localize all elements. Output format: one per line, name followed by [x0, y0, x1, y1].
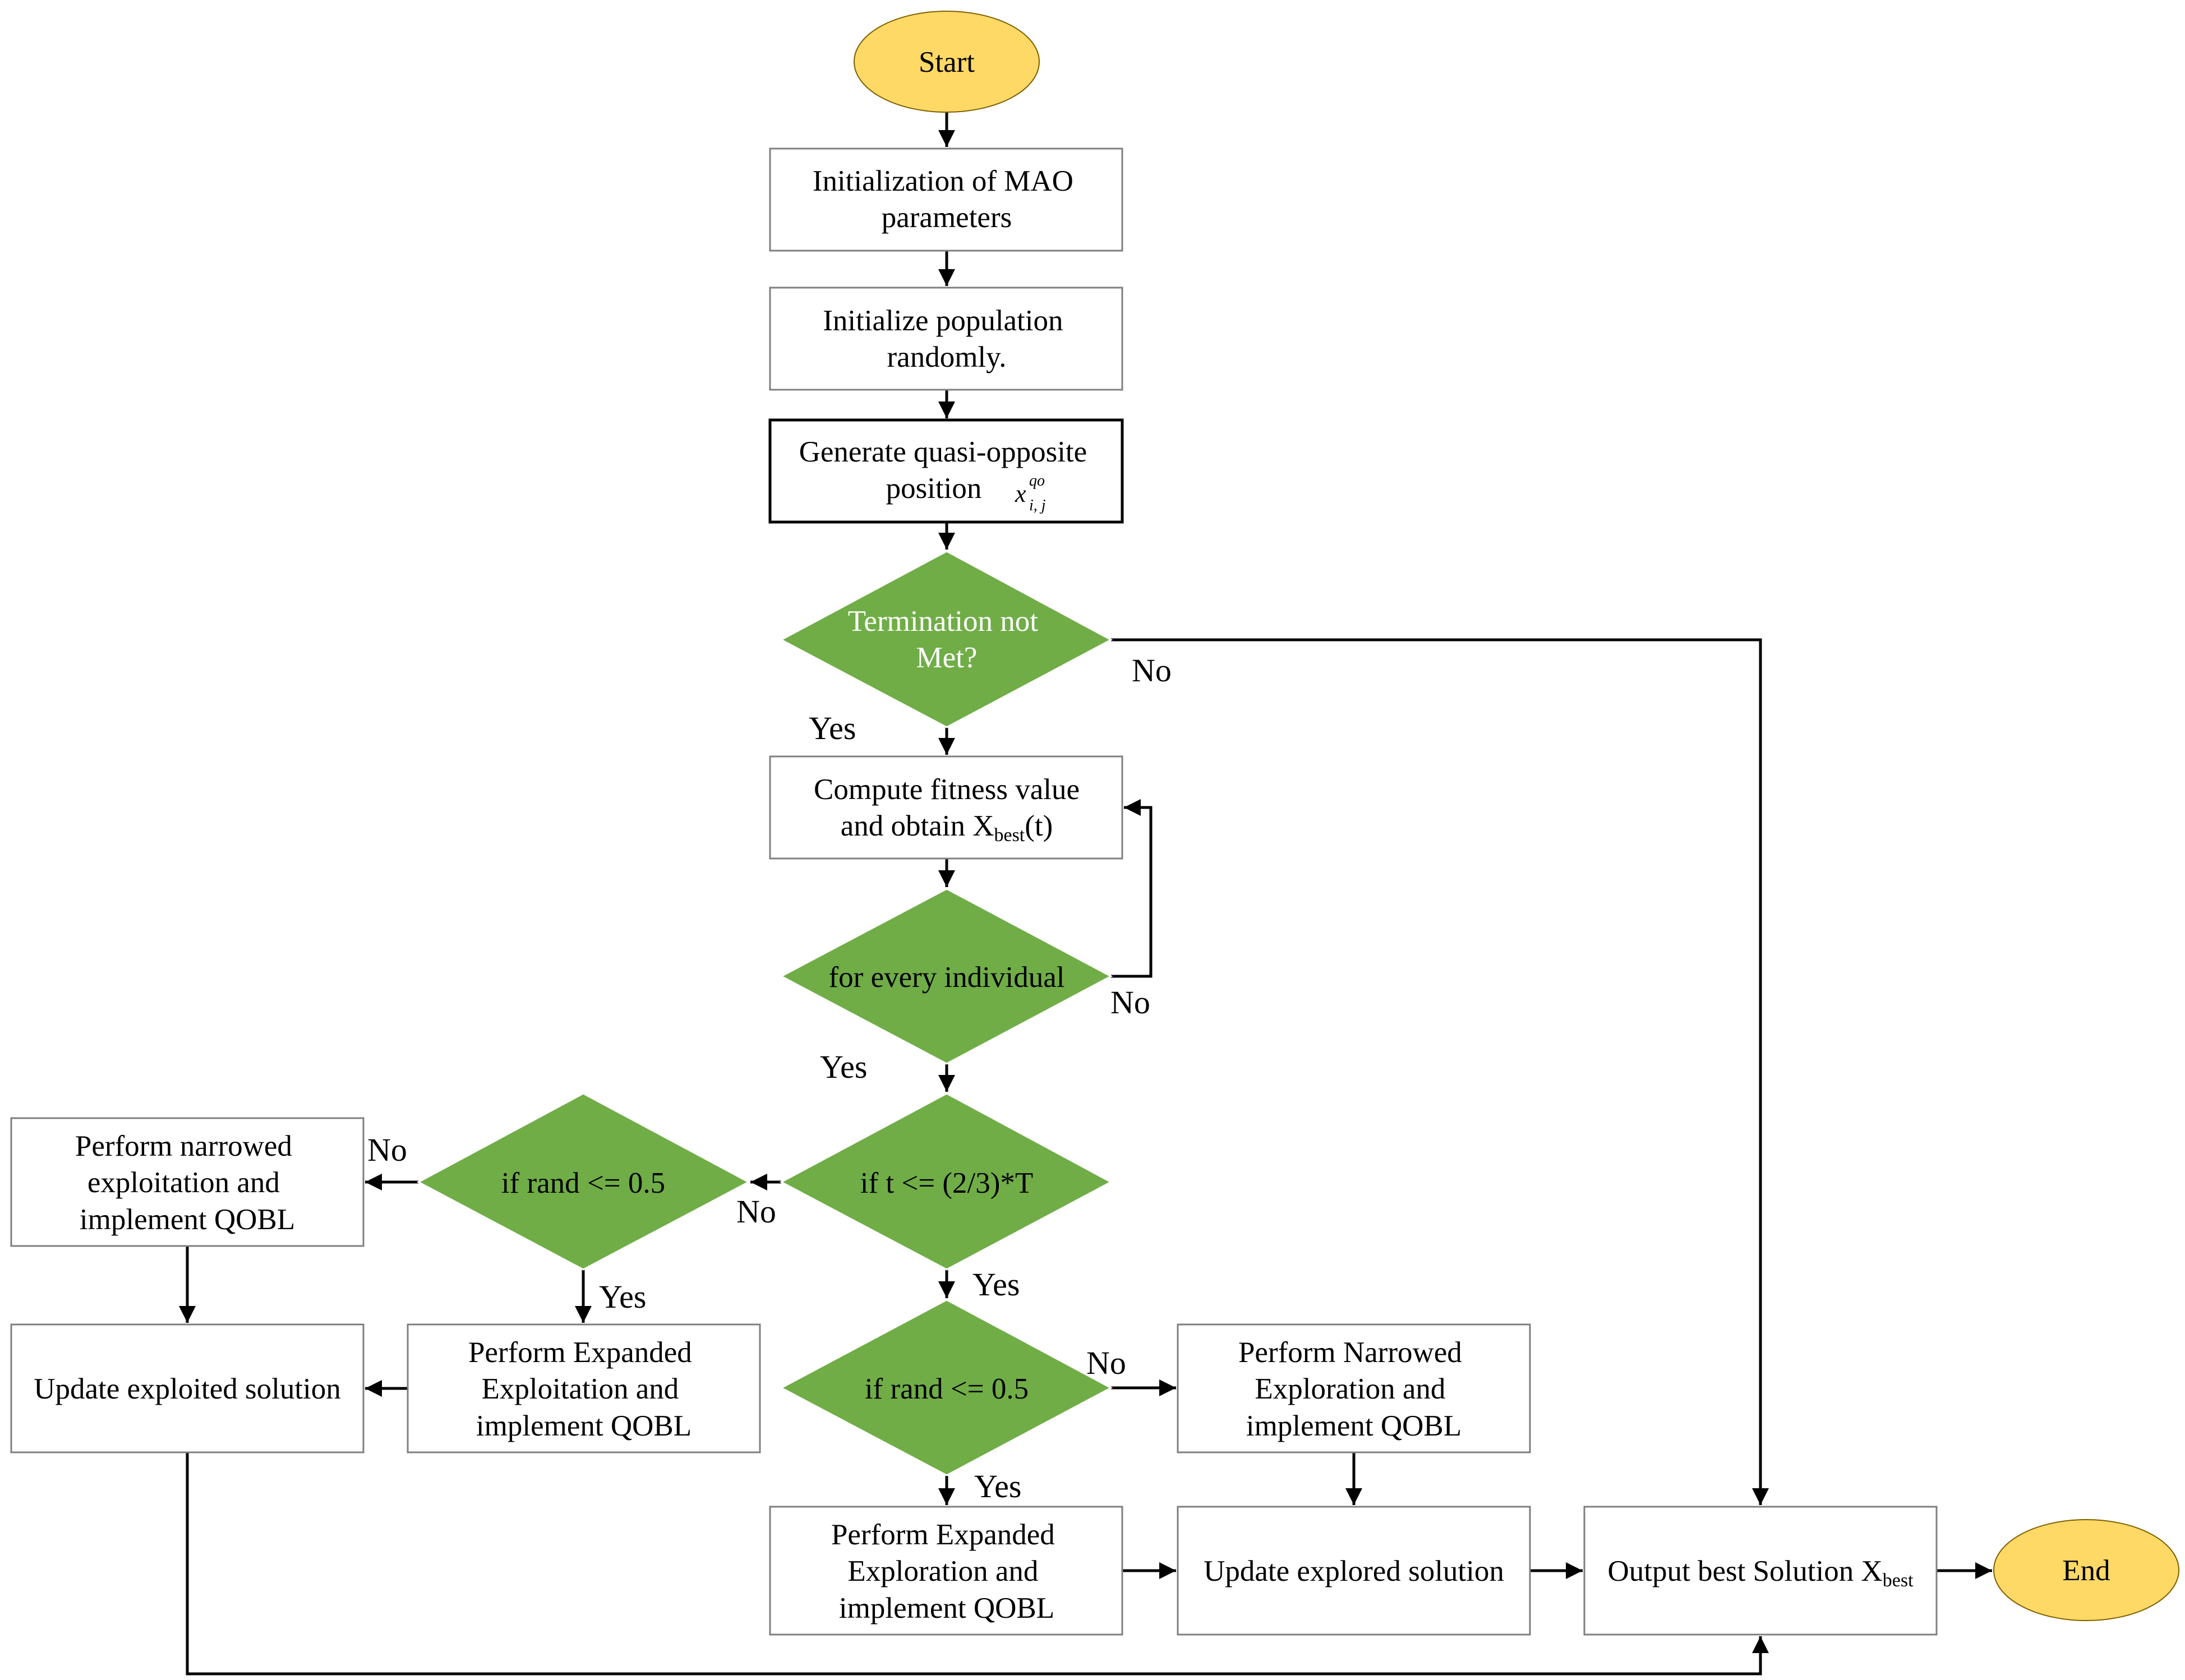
narrowed-exploitation-box: [10, 1117, 365, 1247]
narrowed-exploration-box: [1177, 1323, 1531, 1453]
if-t-yes-label: Yes: [972, 1266, 1020, 1303]
compute-fitness-box: [769, 755, 1123, 860]
qo-symbol-sub: i, j: [1029, 497, 1046, 514]
narrowed-exploration-line-3: implement QOBL: [1246, 1410, 1462, 1442]
compute-fitness-line-2: and obtain Xbest(t): [841, 810, 1053, 846]
narrowed-exploration-line-2: Exploration and: [1255, 1373, 1445, 1405]
termination-label: Termination not Met?: [848, 605, 1046, 674]
rand-left-yes-label: Yes: [599, 1279, 646, 1315]
rand-mid-decision: [779, 1299, 1113, 1476]
termination-yes-label: Yes: [809, 710, 856, 746]
rand-left-label: if rand <= 0.5: [501, 1167, 665, 1199]
init-population-label: Initialize population randomly.: [823, 304, 1071, 373]
rand-mid-yes-label: Yes: [974, 1468, 1021, 1504]
edge-termination-no: [1111, 638, 1769, 1505]
rand-left-no-label: No: [367, 1132, 407, 1168]
compute-fitness-line-1: Compute fitness value: [814, 773, 1080, 806]
if-t-no-label: No: [736, 1193, 776, 1230]
narrowed-exploitation-label: Perform narrowed exploitation and implem…: [75, 1130, 299, 1236]
generate-qo-line-1: Generate quasi-opposite: [799, 436, 1087, 468]
if-t-decision: [779, 1092, 1113, 1271]
expanded-exploration-box: [769, 1506, 1123, 1636]
expanded-exploration-line-2: Exploration and: [847, 1555, 1038, 1587]
update-exploited-box: [10, 1323, 365, 1453]
update-explored-box: [1177, 1506, 1531, 1636]
edge-exploited-output: [186, 1452, 1769, 1676]
generate-qo-label: Generate quasi-opposite position: [799, 436, 1095, 505]
expanded-exploration-line-1: Perform Expanded: [831, 1519, 1055, 1551]
compute-fitness-post: (t): [1025, 810, 1053, 842]
termination-line-2: Met?: [916, 641, 978, 674]
narrowed-exploitation-line-3: implement QOBL: [80, 1203, 295, 1236]
update-explored-label: Update explored solution: [1204, 1555, 1504, 1587]
qo-position-symbol: x qo i, j: [1015, 472, 1046, 514]
end-label: End: [2062, 1554, 2110, 1587]
expanded-exploitation-line-3: implement QOBL: [476, 1410, 692, 1442]
update-exploited-label: Update exploited solution: [34, 1373, 341, 1405]
output-best-box: [1583, 1506, 1938, 1636]
every-individual-decision: [779, 888, 1113, 1065]
init-population-box: [769, 287, 1123, 391]
init-population-line-1: Initialize population: [823, 304, 1063, 337]
expanded-exploitation-line-1: Perform Expanded: [468, 1336, 692, 1369]
qo-symbol-sup: qo: [1029, 472, 1045, 490]
individual-yes-label: Yes: [820, 1049, 867, 1085]
narrowed-exploitation-line-2: exploitation and: [87, 1166, 280, 1199]
init-params-box: [769, 147, 1123, 252]
termination-decision: [779, 550, 1113, 728]
edge-individual-no-loop: [1111, 799, 1153, 978]
compute-fitness-sub: best: [994, 825, 1025, 846]
expanded-exploitation-line-2: Exploitation and: [481, 1373, 679, 1405]
narrowed-exploration-line-1: Perform Narrowed: [1238, 1336, 1462, 1369]
narrowed-exploration-label: Perform Narrowed Exploration and impleme…: [1238, 1336, 1469, 1442]
init-params-line-2: parameters: [882, 201, 1012, 234]
arrows: [179, 112, 1992, 1676]
expanded-exploitation-label: Perform Expanded Exploitation and implem…: [468, 1336, 699, 1442]
compute-fitness-pre: and obtain X: [841, 810, 994, 842]
output-best-sub: best: [1883, 1570, 1914, 1591]
qo-symbol-base: x: [1015, 480, 1026, 507]
start-label: Start: [919, 46, 975, 79]
if-t-label: if t <= (2/3)*T: [860, 1167, 1034, 1199]
termination-no-label: No: [1132, 652, 1172, 689]
rand-mid-label: if rand <= 0.5: [865, 1373, 1029, 1405]
expanded-exploration-label: Perform Expanded Exploration and impleme…: [831, 1519, 1062, 1624]
init-params-label: Initialization of MAO parameters: [813, 165, 1081, 234]
rand-mid-no-label: No: [1086, 1345, 1126, 1381]
rand-left-decision: [416, 1092, 751, 1271]
generate-qo-box: [768, 418, 1124, 524]
expanded-exploitation-box: [407, 1323, 761, 1453]
init-params-line-1: Initialization of MAO: [813, 165, 1073, 197]
generate-qo-line-2: position: [886, 472, 982, 505]
every-individual-label: for every individual: [829, 961, 1065, 994]
narrowed-exploitation-line-1: Perform narrowed: [75, 1130, 292, 1162]
termination-line-1: Termination not: [848, 605, 1039, 638]
expanded-exploration-line-3: implement QOBL: [839, 1592, 1054, 1624]
output-best-pre: Output best Solution X: [1607, 1555, 1882, 1587]
init-population-line-2: randomly.: [887, 341, 1007, 373]
individual-no-label: No: [1110, 984, 1150, 1021]
end-terminal: [1993, 1519, 2179, 1621]
output-best-label: Output best Solution Xbest: [1607, 1555, 1914, 1591]
compute-fitness-label: Compute fitness value: [814, 773, 1080, 806]
start-terminal: [854, 11, 1040, 113]
